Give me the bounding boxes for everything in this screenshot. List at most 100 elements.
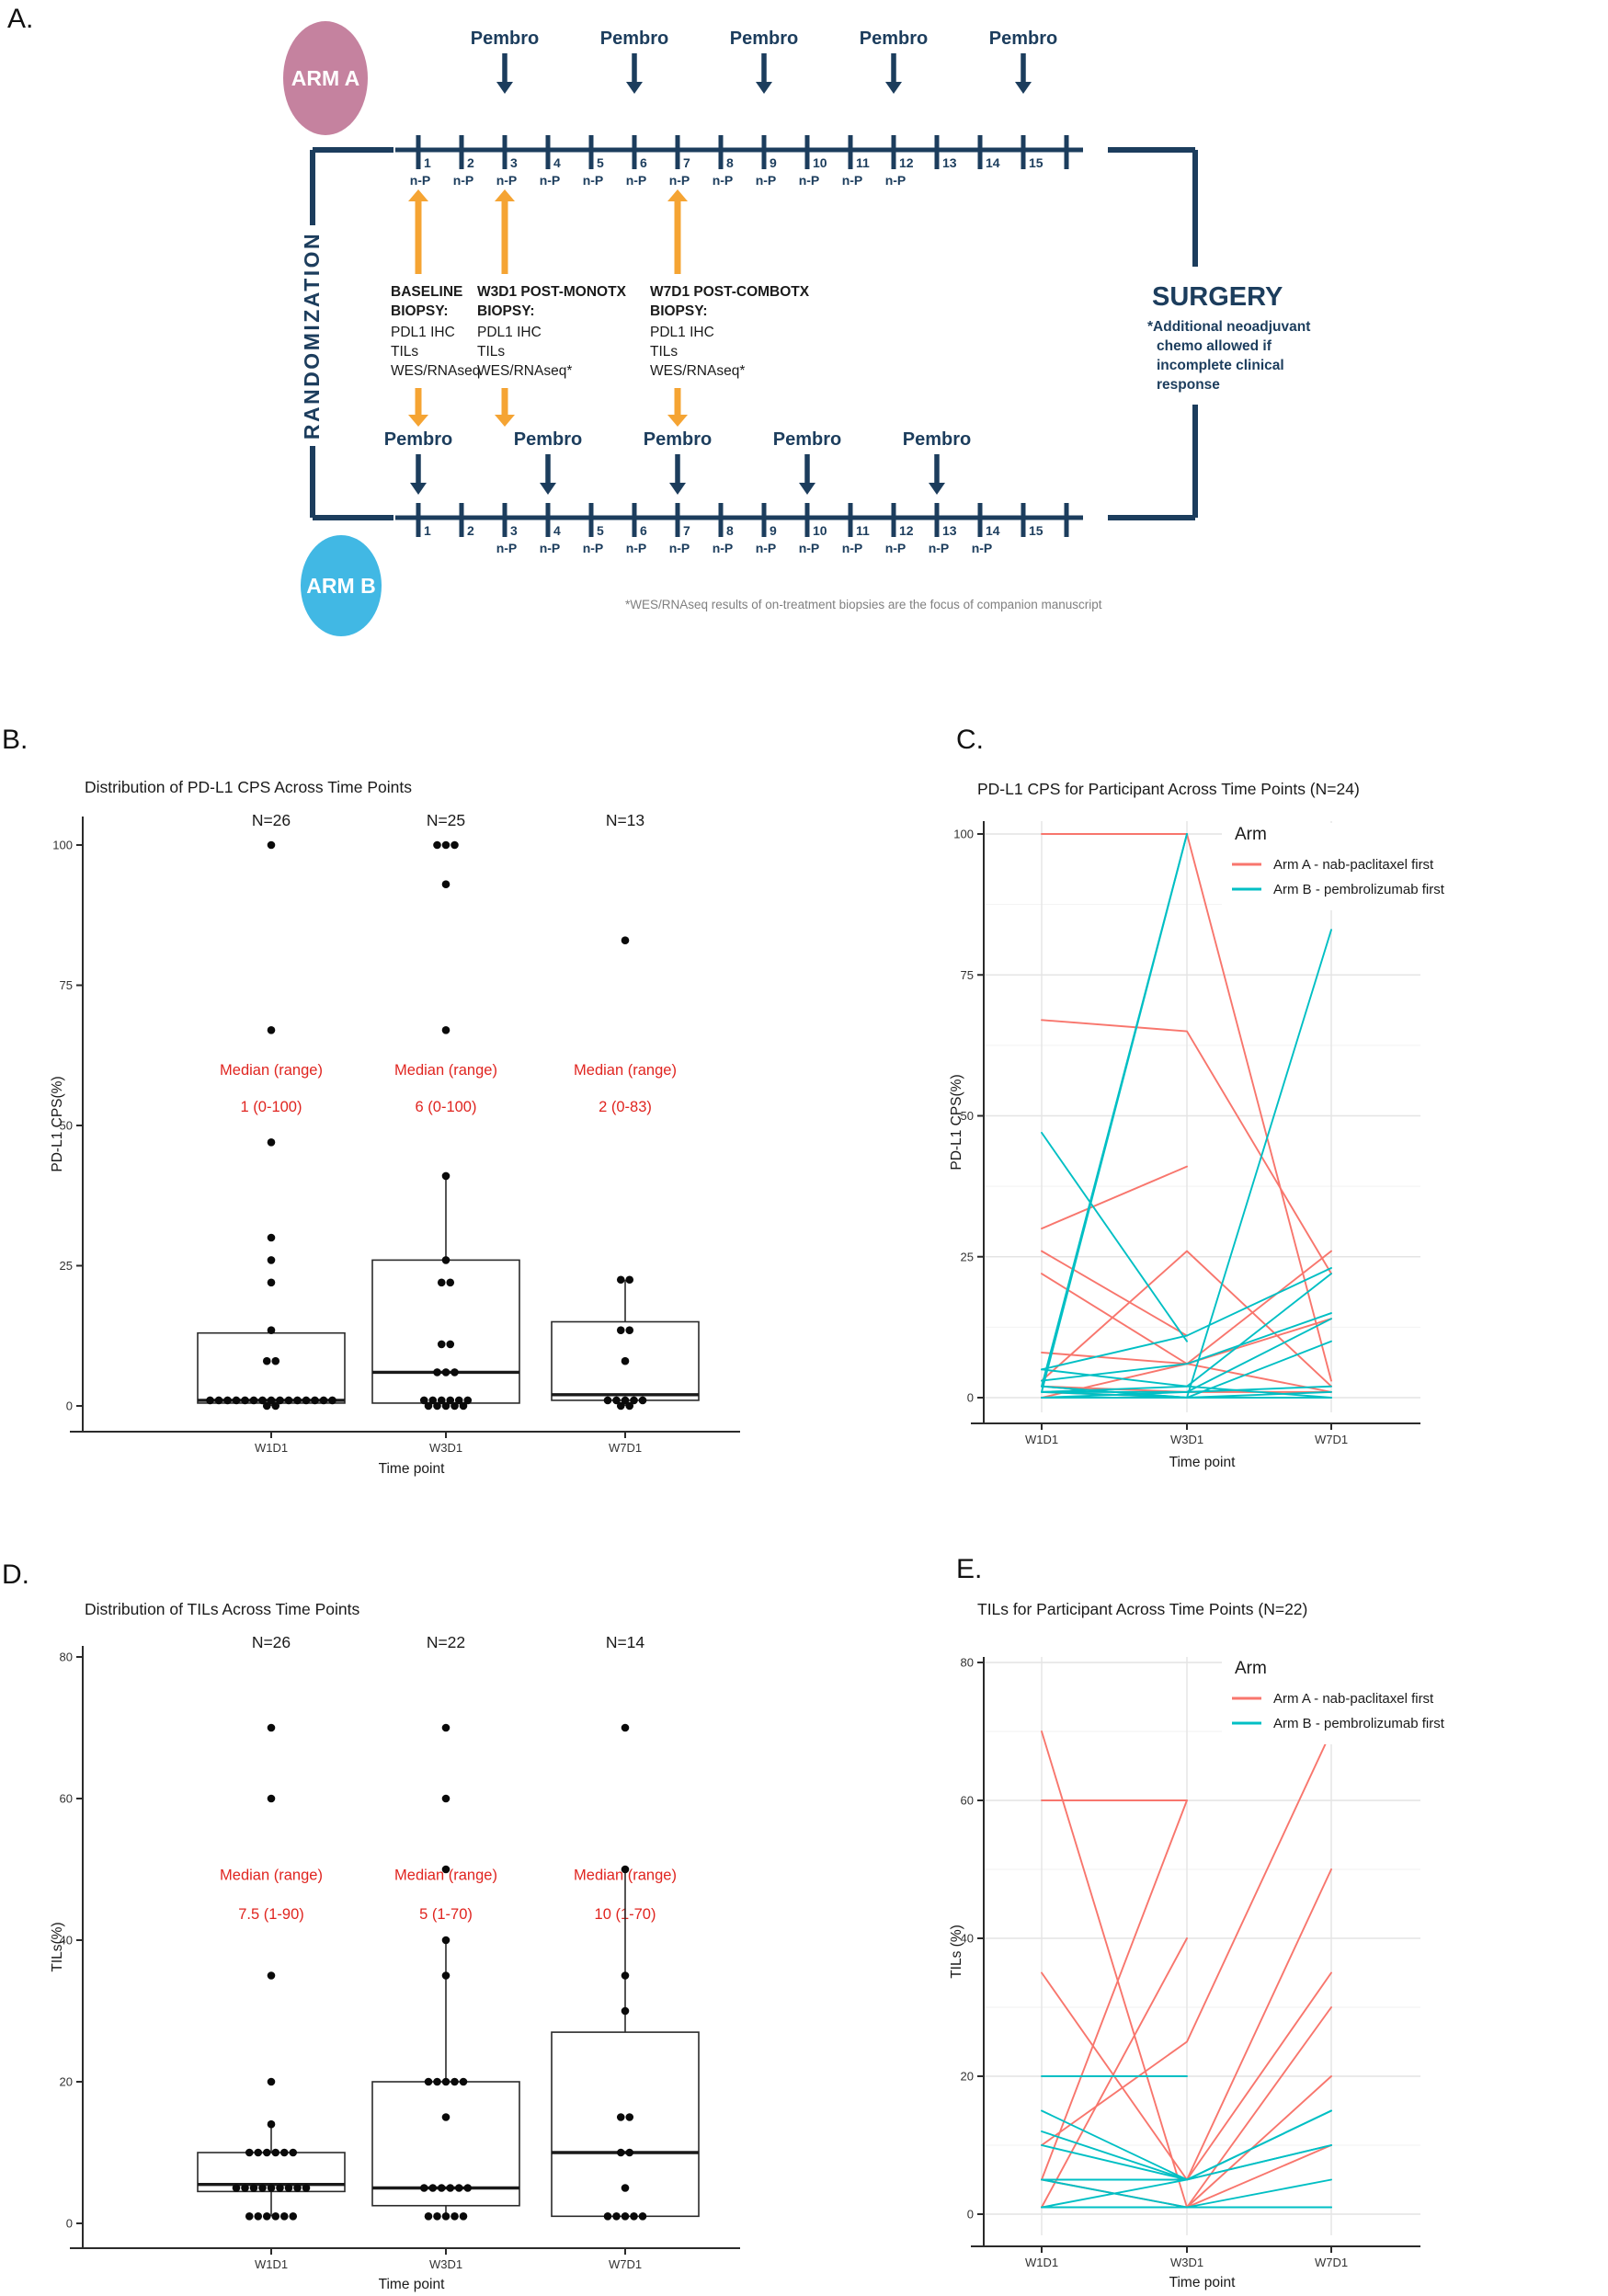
svg-text:Pembro: Pembro [860, 29, 928, 49]
svg-text:N=14: N=14 [606, 1633, 645, 1651]
svg-text:PD-L1 CPS(%): PD-L1 CPS(%) [949, 1074, 964, 1170]
svg-text:Pembro: Pembro [600, 29, 668, 49]
svg-text:W1D1: W1D1 [1025, 2256, 1058, 2269]
biopsy-up-arrow-icon [667, 189, 688, 274]
svg-text:1 (0-100): 1 (0-100) [241, 1099, 302, 1115]
schema-footnote: *WES/RNAseq results of on-treatment biop… [625, 598, 1102, 611]
participant-line-arm-A [1186, 2006, 1332, 2209]
participant-line-arm-B [1041, 1385, 1188, 1399]
svg-text:BASELINE: BASELINE [391, 284, 462, 300]
svg-text:Arm: Arm [1235, 825, 1267, 844]
participant-line-arm-A [1041, 1019, 1332, 1275]
pembro-arrow-icon [756, 53, 772, 94]
svg-text:PDL1 IHC: PDL1 IHC [391, 325, 455, 340]
jitter-points-W1D1 [206, 840, 336, 1411]
panel-e-title: TILs for Participant Across Time Points … [977, 1600, 1308, 1618]
pembro-arrow-icon [885, 53, 902, 94]
svg-text:5: 5 [597, 155, 604, 170]
svg-text:N=22: N=22 [427, 1633, 465, 1651]
svg-text:*Additional neoadjuvant: *Additional neoadjuvant [1147, 319, 1310, 335]
svg-text:6: 6 [640, 155, 647, 170]
svg-text:Median (range): Median (range) [394, 1062, 497, 1079]
svg-text:3: 3 [510, 155, 518, 170]
surgery-title: SURGERY [1152, 282, 1283, 312]
svg-text:50: 50 [60, 1119, 73, 1133]
svg-text:1: 1 [424, 155, 431, 170]
svg-text:n-P: n-P [496, 173, 518, 188]
svg-text:incomplete clinical: incomplete clinical [1157, 358, 1284, 373]
participant-line-arm-A [1041, 1937, 1188, 2209]
svg-text:Pembro: Pembro [989, 29, 1057, 49]
median-annotations: Median (range)1 (0-100)Median (range)6 (… [220, 1062, 677, 1115]
jitter-points-W3D1 [419, 840, 473, 1411]
svg-text:W3D1: W3D1 [1170, 2256, 1203, 2269]
boxplot-W1D1 [197, 2124, 346, 2217]
svg-text:ARM A: ARM A [291, 66, 360, 90]
svg-text:11: 11 [856, 523, 870, 538]
svg-text:14: 14 [986, 523, 1000, 538]
svg-text:7.5 (1-90): 7.5 (1-90) [238, 1906, 304, 1923]
svg-text:9: 9 [770, 155, 777, 170]
svg-text:Pembro: Pembro [384, 429, 452, 450]
svg-text:100: 100 [953, 828, 974, 841]
svg-text:n-P: n-P [972, 541, 993, 555]
svg-text:12: 12 [899, 155, 914, 170]
panel-e-label: E. [956, 1554, 983, 1584]
randomization-bracket: RANDOMIZATION [300, 147, 393, 520]
svg-text:W1D1: W1D1 [255, 1441, 288, 1455]
participant-line-arm-B [1186, 2109, 1332, 2181]
svg-text:80: 80 [60, 1651, 73, 1664]
svg-text:W7D1: W7D1 [1315, 1433, 1348, 1446]
svg-text:20: 20 [961, 2070, 974, 2084]
participant-line-arm-B [1041, 1267, 1332, 1371]
svg-text:Median (range): Median (range) [220, 1062, 323, 1079]
arm-b-badge: ARM B [301, 535, 382, 636]
svg-text:n-P: n-P [626, 541, 647, 555]
participant-lines [1041, 833, 1332, 1399]
panel-c-title: PD-L1 CPS for Participant Across Time Po… [977, 780, 1360, 798]
panel-c-label: C. [956, 725, 984, 755]
svg-text:W3D1 POST-MONOTX: W3D1 POST-MONOTX [477, 284, 627, 300]
svg-text:6: 6 [640, 523, 647, 538]
svg-text:13: 13 [942, 155, 957, 170]
pembro-arrow-icon [540, 454, 556, 495]
participant-line-arm-A [1186, 1868, 1332, 2181]
svg-text:W1D1: W1D1 [1025, 1433, 1058, 1446]
svg-text:Median (range): Median (range) [574, 1062, 677, 1079]
svg-text:Pembro: Pembro [903, 429, 971, 450]
svg-text:5 (1-70): 5 (1-70) [419, 1906, 473, 1923]
panel-d-title: Distribution of TILs Across Time Points [85, 1600, 360, 1618]
svg-text:2: 2 [467, 155, 474, 170]
pembro-arrow-icon [929, 454, 945, 495]
participant-line-arm-A [1041, 1250, 1188, 1337]
svg-text:15: 15 [1029, 155, 1043, 170]
svg-text:TILs (%): TILs (%) [949, 1925, 964, 1979]
svg-text:Time point: Time point [1169, 2275, 1236, 2290]
svg-text:15: 15 [1029, 523, 1043, 538]
svg-text:W3D1: W3D1 [429, 2257, 462, 2271]
svg-text:W7D1: W7D1 [609, 2257, 642, 2271]
svg-text:7: 7 [683, 523, 690, 538]
pembro-arrow-icon [626, 53, 643, 94]
jitter-points-W7D1 [603, 1723, 647, 2221]
boxplot-W7D1 [551, 1869, 700, 2218]
participant-line-arm-A [1041, 1731, 1188, 2209]
svg-text:0: 0 [967, 2208, 974, 2222]
svg-text:PDL1 IHC: PDL1 IHC [650, 325, 714, 340]
svg-text:W7D1: W7D1 [1315, 2256, 1348, 2269]
jitter-points-W1D1 [232, 1723, 311, 2221]
svg-text:Pembro: Pembro [773, 429, 841, 450]
svg-text:4: 4 [553, 155, 561, 170]
svg-text:N=25: N=25 [427, 811, 465, 829]
svg-text:n-P: n-P [713, 541, 734, 555]
svg-text:n-P: n-P [496, 541, 518, 555]
